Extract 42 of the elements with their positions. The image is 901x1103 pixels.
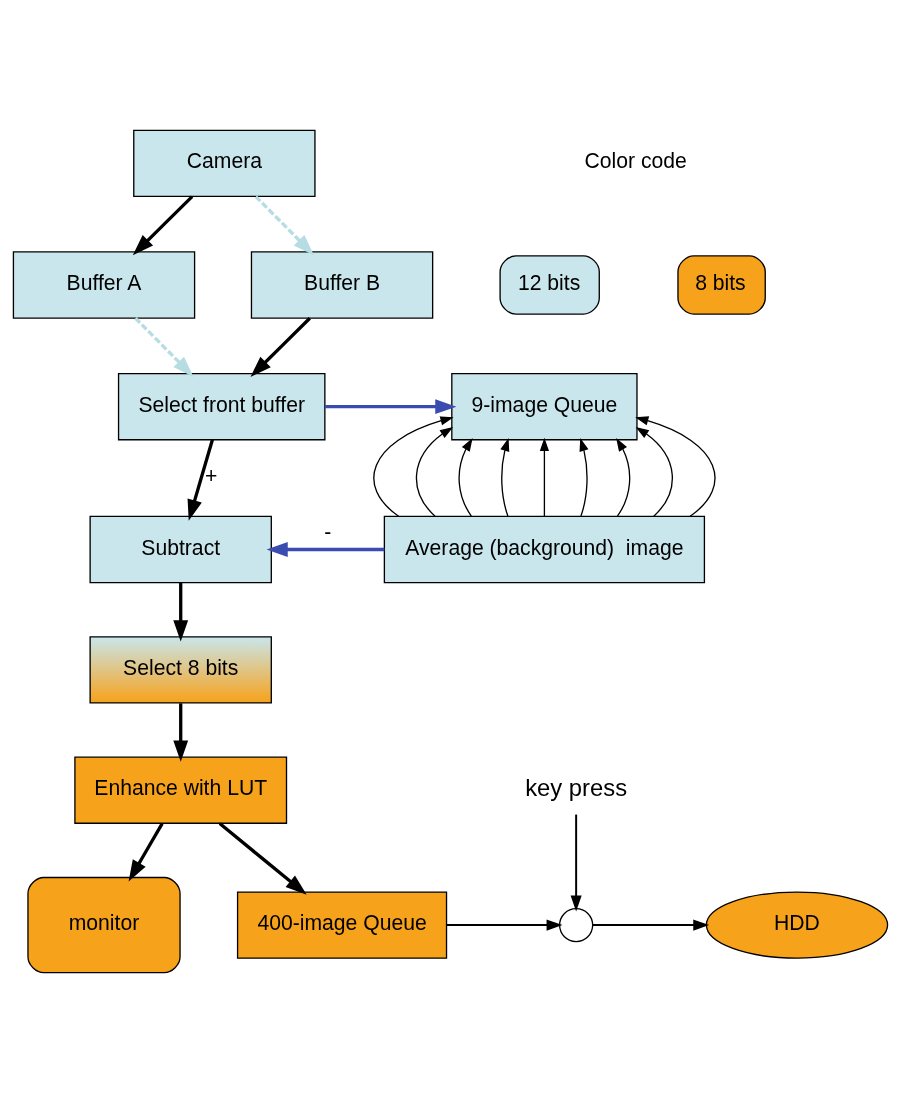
node-ellipse: HDD — [705, 891, 889, 959]
arrow — [500, 437, 510, 517]
node-box: 400-image Queue — [236, 891, 448, 959]
arrow — [635, 416, 716, 517]
arrow — [254, 195, 314, 256]
arrow — [132, 195, 194, 256]
arrow — [579, 437, 589, 517]
arrow — [591, 919, 710, 931]
node-box: Enhance with LUT — [74, 756, 288, 824]
arrow — [325, 399, 457, 415]
arrow — [458, 438, 473, 517]
arrow — [250, 317, 311, 377]
arrow — [218, 822, 307, 895]
node-circle — [558, 907, 594, 943]
arrow — [266, 542, 385, 557]
node-box: Select 8 bits — [89, 636, 272, 704]
arrow — [173, 703, 189, 762]
arrow — [635, 427, 673, 517]
node-box: Buffer B — [250, 251, 434, 319]
node-box: Camera — [133, 129, 316, 198]
node-box: 9-image Queue — [451, 372, 638, 441]
arrow — [373, 416, 454, 517]
arrow — [616, 438, 631, 517]
arrow — [570, 813, 582, 912]
arrow — [445, 919, 563, 931]
node-box: Select front buffer — [117, 372, 326, 441]
node-box: monitor — [27, 876, 181, 974]
node-text: key press — [525, 774, 628, 802]
legend-label: 12 bits — [517, 271, 581, 295]
node-box: Subtract — [89, 515, 272, 584]
arrow — [539, 437, 550, 517]
node-box: Buffer A — [12, 251, 196, 319]
arrow — [415, 427, 454, 517]
legend-label: 8 bits — [695, 271, 746, 295]
edge-label: - — [324, 519, 332, 543]
edge-label: + — [204, 464, 218, 488]
arrow — [187, 439, 214, 521]
arrow — [173, 583, 189, 642]
label: Color code — [584, 149, 687, 173]
arrow — [134, 317, 194, 377]
node-box: Average (background) image — [383, 515, 706, 584]
arrow — [128, 822, 164, 882]
